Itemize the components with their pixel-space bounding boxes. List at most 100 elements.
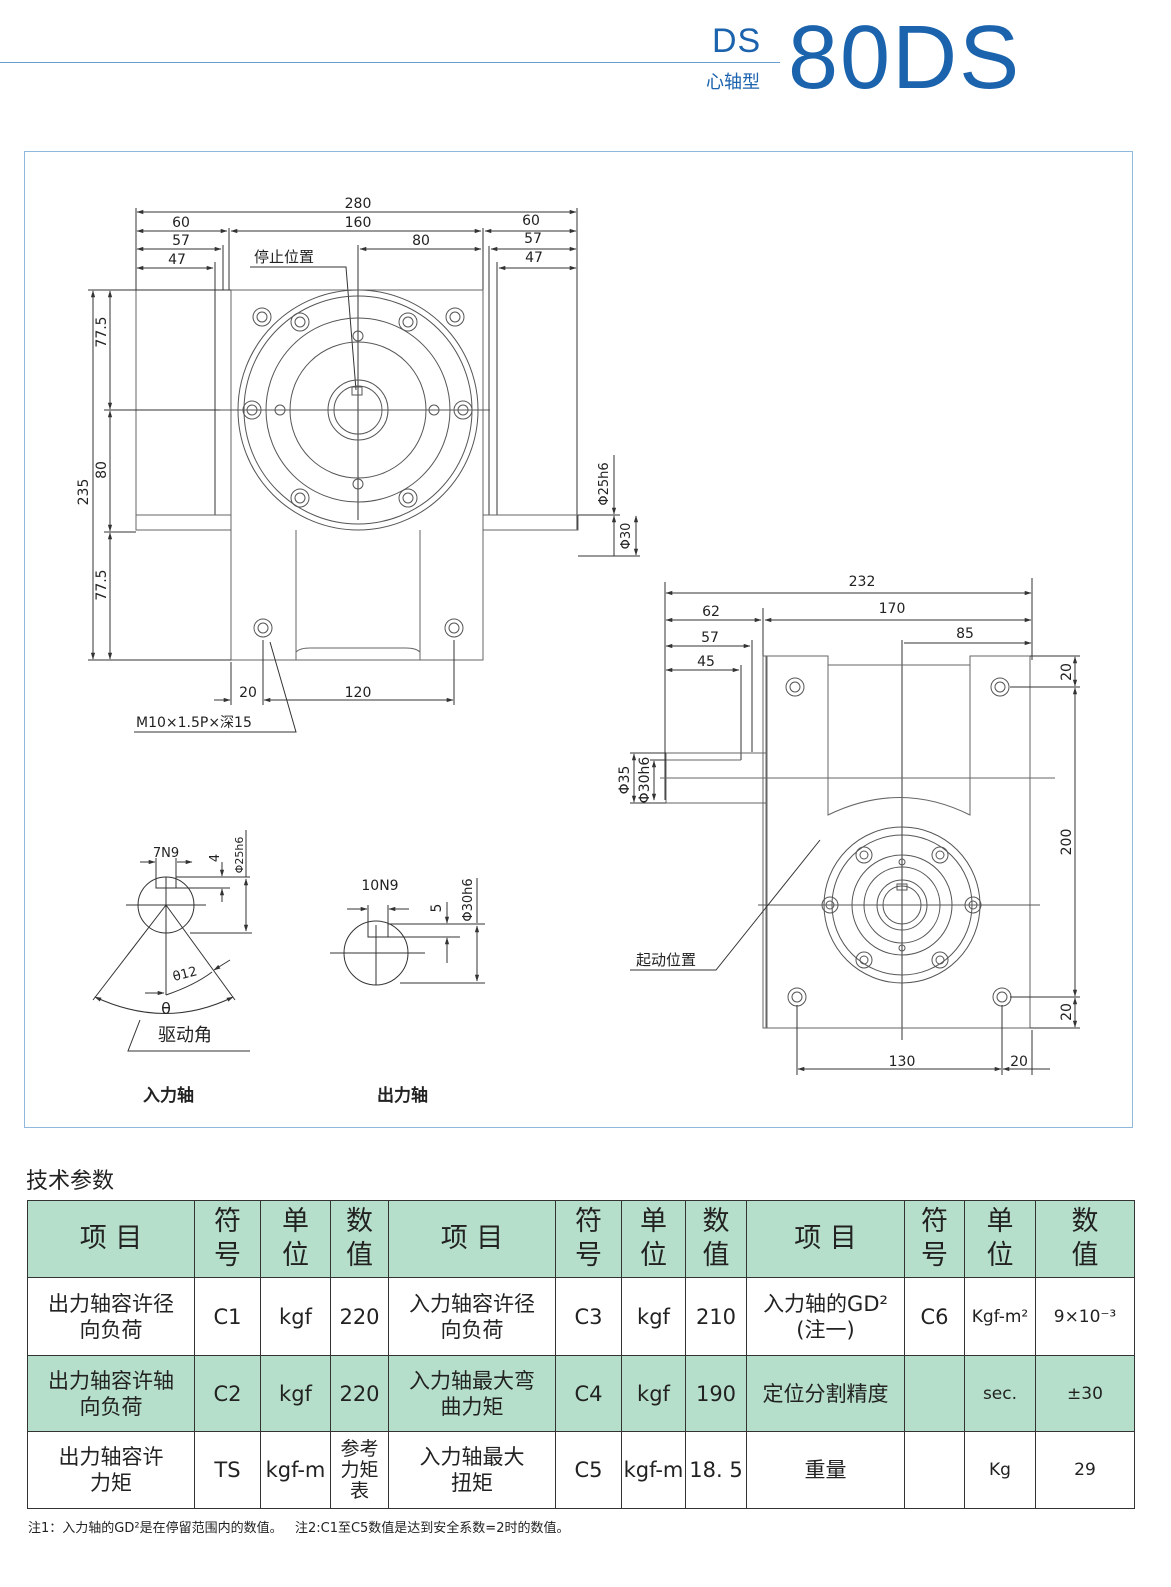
header-symbol: 符号 <box>555 1200 622 1278</box>
item-cell: 定位分割精度 <box>746 1355 905 1432</box>
symbol-cell: C3 <box>555 1277 622 1356</box>
drive-angle-label: 驱动角 <box>158 1025 212 1046</box>
unit-cell: Kg <box>964 1431 1036 1509</box>
drawing-frame <box>24 151 1133 1128</box>
unit-cell: kgf <box>260 1277 331 1356</box>
value-cell: 190 <box>685 1355 747 1432</box>
dim-phi35: Φ35 <box>617 766 633 795</box>
symbol-cell <box>904 1431 965 1509</box>
output-shaft-caption: 出力轴 <box>377 1085 428 1106</box>
dim-60-left: 60 <box>172 215 190 231</box>
item-cell: 入力轴容许径向负荷 <box>388 1277 556 1356</box>
unit-cell: kgf-m <box>260 1431 331 1509</box>
dim-47-right: 47 <box>525 250 543 266</box>
header-unit: 单位 <box>964 1200 1036 1278</box>
dim-20-right-bottom: 20 <box>1059 1003 1075 1021</box>
dim-57-side: 57 <box>701 630 719 646</box>
key-depth-4: 4 <box>208 854 223 862</box>
key-width-10n9: 10N9 <box>361 878 398 894</box>
header-item: 项 目 <box>388 1200 556 1278</box>
spec-row: 出力轴容许径向负荷 C1 kgf 220 入力轴容许径向负荷 C3 kgf 21… <box>27 1277 1135 1356</box>
symbol-cell <box>904 1355 965 1432</box>
item-cell: 出力轴容许轴向负荷 <box>27 1355 195 1432</box>
dim-45: 45 <box>697 654 715 670</box>
front-view: 280 60 160 60 57 80 57 47 47 停止位置 <box>76 196 640 733</box>
value-cell: 220 <box>330 1355 389 1432</box>
spec-row: 出力轴容许轴向负荷 C2 kgf 220 入力轴最大弯曲力矩 C4 kgf 19… <box>27 1355 1135 1432</box>
value-cell: 29 <box>1035 1431 1135 1509</box>
angle-theta12: θ12 <box>171 964 199 985</box>
header-unit: 单位 <box>260 1200 331 1278</box>
symbol-cell: C4 <box>555 1355 622 1432</box>
header-value: 数值 <box>330 1200 389 1278</box>
dim-80: 80 <box>412 233 430 249</box>
start-position-label: 起动位置 <box>636 951 696 969</box>
value-cell: 18. 5 <box>685 1431 747 1509</box>
header-unit: 单位 <box>621 1200 686 1278</box>
shaft-diameter-phi25h6: Φ25h6 <box>233 837 246 874</box>
dim-170: 170 <box>879 601 906 617</box>
spec-table: 项 目 符号 单位 数值 项 目 符号 单位 数值 项 目 符号 单位 数值 出… <box>27 1200 1135 1509</box>
value-cell: 220 <box>330 1277 389 1356</box>
dim-160: 160 <box>345 215 372 231</box>
dim-235: 235 <box>76 479 92 506</box>
dim-85: 85 <box>956 626 974 642</box>
dim-77-5-bottom: 77.5 <box>94 569 110 600</box>
series-type: 心轴型 <box>706 72 760 93</box>
spec-row: 出力轴容许力矩 TS kgf-m 参考力矩表 入力轴最大扭矩 C5 kgf-m … <box>27 1431 1135 1509</box>
key-width-7n9: 7N9 <box>153 846 179 861</box>
value-cell: 210 <box>685 1277 747 1356</box>
item-cell: 入力轴的GD²(注一) <box>746 1277 905 1356</box>
header-rule <box>0 62 780 63</box>
dim-62: 62 <box>702 604 720 620</box>
value-cell: ±30 <box>1035 1355 1135 1432</box>
value-cell: 9×10⁻³ <box>1035 1277 1135 1356</box>
dim-phi25h6: Φ25h6 <box>597 462 612 505</box>
stop-position-label: 停止位置 <box>254 248 314 266</box>
dim-280: 280 <box>345 196 372 212</box>
dim-57-left: 57 <box>172 233 190 249</box>
dim-phi30: Φ30 <box>619 523 634 550</box>
unit-cell: kgf <box>621 1277 686 1356</box>
dim-77-5-top: 77.5 <box>94 316 110 347</box>
item-cell: 重量 <box>746 1431 905 1509</box>
technical-drawing: 280 60 160 60 57 80 57 47 47 停止位置 <box>76 196 1080 1106</box>
dim-60-right: 60 <box>522 213 540 229</box>
thread-note: M10×1.5P×深15 <box>136 715 252 731</box>
header-item: 项 目 <box>27 1200 195 1278</box>
input-shaft-caption: 入力轴 <box>143 1085 194 1106</box>
header-item: 项 目 <box>746 1200 905 1278</box>
series-code: DS <box>712 22 762 60</box>
item-cell: 入力轴最大弯曲力矩 <box>388 1355 556 1432</box>
dim-20-bottom: 20 <box>239 685 257 701</box>
unit-cell: Kgf-m² <box>964 1277 1036 1356</box>
unit-cell: kgf <box>260 1355 331 1432</box>
symbol-cell: C2 <box>194 1355 261 1432</box>
unit-cell: kgf <box>621 1355 686 1432</box>
dim-200: 200 <box>1059 829 1075 856</box>
symbol-cell: TS <box>194 1431 261 1509</box>
dim-phi30h6-side: Φ30h6 <box>637 757 653 804</box>
header-symbol: 符号 <box>904 1200 965 1278</box>
dim-20-side-bottom: 20 <box>1010 1054 1028 1070</box>
header-value: 数值 <box>1035 1200 1135 1278</box>
dim-232: 232 <box>849 574 876 590</box>
shaft-diameter-phi30h6: Φ30h6 <box>461 878 476 921</box>
dim-120: 120 <box>345 685 372 701</box>
footnotes: 注1：入力轴的GD²是在停留范围内的数值。 注2:C1至C5数值是达到安全系数=… <box>28 1521 570 1536</box>
item-cell: 出力轴容许径向负荷 <box>27 1277 195 1356</box>
symbol-cell: C5 <box>555 1431 622 1509</box>
spec-section-title: 技术参数 <box>26 1169 115 1194</box>
item-cell: 出力轴容许力矩 <box>27 1431 195 1509</box>
dim-20-right-top: 20 <box>1059 663 1075 681</box>
dim-47-left: 47 <box>168 252 186 268</box>
item-cell: 入力轴最大扭矩 <box>388 1431 556 1509</box>
symbol-cell: C6 <box>904 1277 965 1356</box>
header-symbol: 符号 <box>194 1200 261 1278</box>
side-view: 232 62 170 57 85 45 <box>617 574 1080 1075</box>
key-depth-5: 5 <box>429 904 445 913</box>
angle-theta: θ <box>161 999 171 1018</box>
dim-80-vertical: 80 <box>94 461 110 479</box>
header-value: 数值 <box>685 1200 747 1278</box>
symbol-cell: C1 <box>194 1277 261 1356</box>
